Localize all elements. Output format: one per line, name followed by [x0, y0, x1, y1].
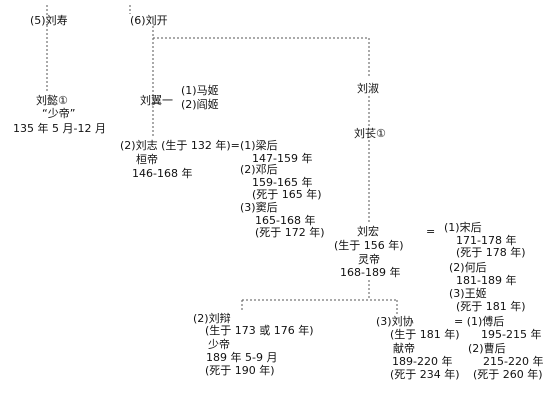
fu-hou: = (1)傅后 [454, 315, 505, 328]
shaodi-dates: 189 年 5-9 月 [206, 351, 278, 364]
huandi: 桓帝 [136, 153, 158, 166]
he-hou-years: 181-189 年 [456, 274, 517, 287]
lingdi: 灵帝 [358, 253, 380, 266]
liu-hong-birth: (生于 156 年) [334, 239, 404, 252]
liu-long: 刘懿① [36, 94, 68, 107]
cao-hou-years: 215-220 年 [483, 355, 544, 368]
liu-shu: 刘淑 [357, 82, 379, 95]
equals-sign: = [426, 225, 436, 238]
liu-chang: 刘苌① [354, 127, 386, 140]
liu-zhi: (2)刘志 (生于 132 年)= [120, 139, 240, 152]
fu-hou-years: 195-215 年 [481, 328, 542, 341]
liu-xie: (3)刘协 [376, 315, 414, 328]
xiandi: 献帝 [393, 342, 415, 355]
dou-hou-death: (死于 172 年) [255, 226, 325, 239]
huandi-years: 146-168 年 [132, 167, 193, 180]
he-hou: (2)何后 [449, 261, 487, 274]
liang-hou-years: 147-159 年 [252, 152, 313, 165]
liu-shou: (5)刘寿 [30, 14, 68, 27]
liu-bian-death: (死于 190 年) [205, 364, 275, 377]
song-hou: (1)宋后 [444, 221, 482, 234]
wang-ji-death: (死于 181 年) [456, 300, 526, 313]
liu-hong: 刘宏 [357, 225, 379, 238]
cao-hou-death: (死于 260 年) [473, 368, 543, 381]
lingdi-years: 168-189 年 [340, 266, 401, 279]
liu-kai: (6)刘开 [130, 14, 168, 27]
shaodi: 少帝 [208, 338, 230, 351]
xiandi-years: 189-220 年 [392, 355, 453, 368]
liu-yi: 刘翼一 [140, 94, 173, 107]
liu-xie-birth: (生于 181 年) [390, 328, 460, 341]
deng-hou-death: (死于 165 年) [252, 188, 322, 201]
deng-hou-years: 159-165 年 [252, 176, 313, 189]
song-hou-years: 171-178 年 [456, 234, 517, 247]
dou-hou: (3)窦后 [240, 201, 278, 214]
liu-yi-wife-1: (1)马姬 [181, 84, 219, 97]
liang-hou: (1)梁后 [240, 139, 278, 152]
liu-xie-death: (死于 234 年) [390, 368, 460, 381]
cao-hou: (2)曹后 [468, 342, 506, 355]
liu-bian: (2)刘辩 [193, 312, 231, 325]
liu-yi-wife-2: (2)阎姬 [181, 98, 219, 111]
deng-hou: (2)邓后 [240, 163, 278, 176]
dou-hou-years: 165-168 年 [255, 214, 316, 227]
song-hou-death: (死于 178 年) [456, 246, 526, 259]
liu-long-dates: 135 年 5 月-12 月 [13, 122, 106, 135]
liu-bian-birth: (生于 173 或 176 年) [205, 324, 314, 337]
wang-ji: (3)王姬 [449, 287, 487, 300]
liu-long-title: “少帝” [42, 107, 76, 120]
